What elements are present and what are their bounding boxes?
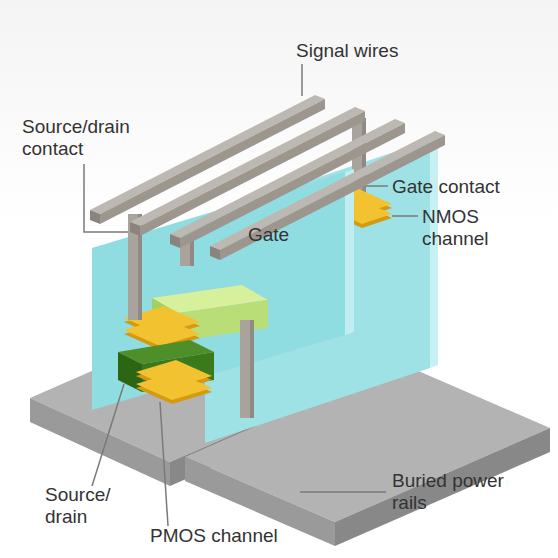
leader-lines — [84, 64, 418, 526]
leader-line — [366, 185, 388, 187]
wire-front — [140, 111, 365, 236]
part-label: Source/ drain — [45, 484, 125, 528]
part-label: Signal wires — [296, 40, 456, 62]
part-label: NMOS channel — [422, 206, 522, 250]
pillar-side — [190, 240, 194, 266]
leader-line — [84, 164, 128, 232]
wire-end — [130, 222, 140, 236]
part-label: PMOS channel — [150, 525, 320, 547]
wire-front — [220, 135, 445, 260]
leader-line — [160, 402, 168, 526]
part-label: Gate contact — [392, 176, 542, 198]
leader-line — [300, 491, 386, 493]
pmos-channel-sheet — [136, 372, 212, 400]
rail-side — [335, 428, 550, 546]
signal-wire — [170, 119, 405, 248]
signal-wire — [130, 107, 365, 236]
wire-end — [210, 246, 220, 260]
power-contact-pillar — [240, 320, 250, 418]
wire-front — [180, 123, 405, 248]
part-label: Gate — [248, 224, 328, 246]
signal-wire — [90, 95, 325, 224]
gate-edge — [430, 137, 438, 368]
rail-front — [30, 398, 170, 486]
wire-end — [90, 210, 100, 224]
leader-line — [301, 64, 303, 96]
pillar-side — [250, 320, 254, 418]
wire-end — [170, 234, 180, 248]
part-label: Source/drain contact — [22, 116, 142, 160]
leader-line — [392, 215, 418, 217]
leader-line — [92, 384, 124, 486]
part-label: Buried power rails — [392, 470, 512, 514]
